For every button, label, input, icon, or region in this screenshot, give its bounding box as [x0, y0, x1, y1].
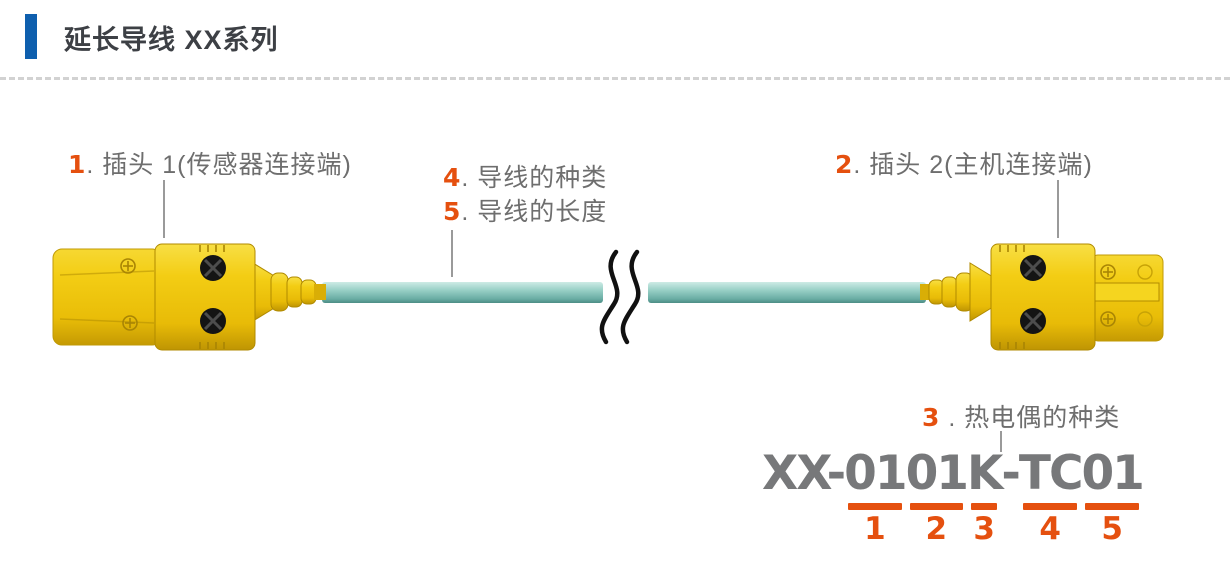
- model-underline-2: [909, 503, 963, 510]
- callout-wire-type-label: . 导线的种类: [461, 164, 608, 192]
- plug1-body: [154, 243, 256, 351]
- model-segment-hyphen: -: [1001, 446, 1020, 501]
- callout-plug2-label: . 插头 2(主机连接端): [853, 151, 1093, 179]
- cable-wire: [322, 282, 926, 303]
- model-segment-wire-type: TC 4: [1018, 446, 1084, 547]
- callout-plug1: 1. 插头 1(传感器连接端): [68, 145, 352, 181]
- model-segment-plug1: 01 1: [844, 446, 907, 547]
- plug1-front-screw-bottom-icon: [122, 315, 138, 331]
- callout-thermocouple: 3 . 热电偶的种类: [922, 398, 1120, 434]
- callout-wire: 4. 导线的种类 5. 导线的长度: [443, 161, 607, 229]
- plug1-front-block: [52, 248, 162, 346]
- callout-wire-type-number: 4: [443, 163, 462, 192]
- model-underline-5: [1085, 503, 1139, 510]
- extension-cable-diagram: [52, 243, 1164, 351]
- plug2-front-screw-top-icon: [1100, 264, 1116, 280]
- model-segment-plug2: 01 2: [905, 446, 969, 547]
- callout-plug2-number: 2: [835, 150, 854, 179]
- title-accent-bar: [25, 14, 37, 59]
- dashed-separator: [0, 77, 1230, 80]
- model-underline-3: [970, 503, 998, 510]
- plug2-screw-top-icon: [1020, 255, 1046, 281]
- leader-line-thermocouple: [1000, 431, 1002, 452]
- plug2-serration: [999, 245, 1025, 349]
- leader-line-plug2: [1057, 180, 1059, 238]
- plug1-connector: [52, 243, 326, 351]
- plug2-body: [990, 243, 1096, 351]
- callout-wire-length: 5. 导线的长度: [443, 195, 607, 229]
- page-title: 延长导线 XX系列: [64, 25, 279, 55]
- callout-thermocouple-number: 3: [922, 403, 941, 432]
- model-segment-prefix: XX-: [762, 446, 846, 501]
- leader-line-wire: [451, 230, 453, 277]
- model-code: XX- 01 1 01 2 K 3 - TC 4 01 5: [762, 446, 1145, 547]
- callout-wire-length-number: 5: [443, 197, 462, 226]
- callout-plug2: 2. 插头 2(主机连接端): [835, 145, 1093, 181]
- plug2-screw-bottom-icon: [1020, 308, 1046, 334]
- plug1-screw-top-icon: [200, 255, 226, 281]
- callout-plug1-number: 1: [68, 150, 87, 179]
- plug1-front-screw-top-icon: [120, 258, 136, 274]
- plug1-screw-bottom-icon: [200, 308, 226, 334]
- model-underline-4: [1022, 503, 1078, 510]
- model-segment-thermocouple: K 3: [966, 446, 1003, 547]
- callout-wire-type: 4. 导线的种类: [443, 161, 607, 195]
- plug1-serration: [199, 245, 225, 349]
- model-underline-1: [848, 503, 902, 510]
- plug2-blade: [1090, 282, 1160, 302]
- leader-line-plug1: [163, 180, 165, 238]
- plug2-front-screw-bottom-icon: [1100, 311, 1116, 327]
- plug2-connector: [920, 243, 1164, 351]
- callout-wire-length-label: . 导线的长度: [461, 198, 608, 226]
- cable-break-icon: [599, 249, 641, 345]
- model-segment-wire-length: 01 5: [1081, 446, 1144, 547]
- callout-plug1-label: . 插头 1(传感器连接端): [86, 151, 352, 179]
- callout-thermocouple-label: . 热电偶的种类: [940, 404, 1121, 432]
